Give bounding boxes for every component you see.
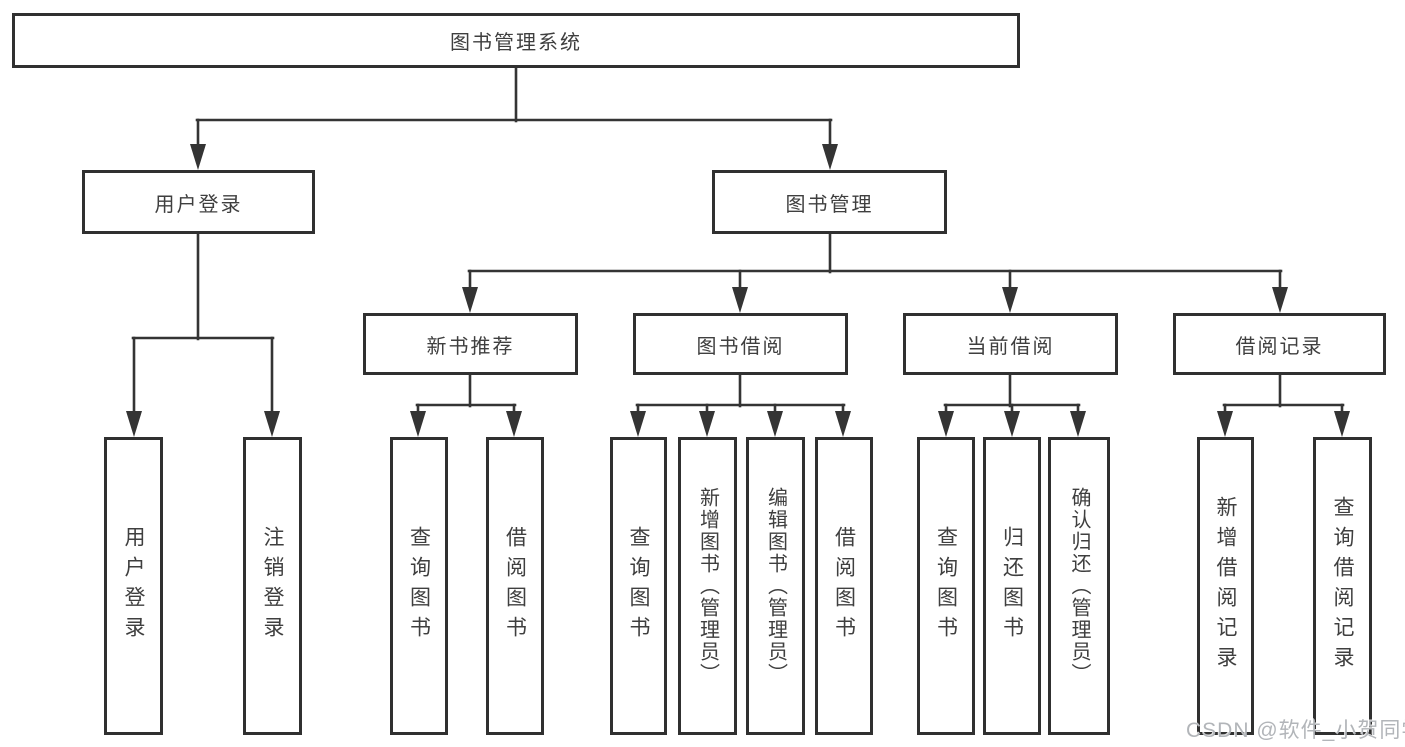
node-root: 图书管理系统 (12, 13, 1020, 68)
node-book-borrow: 图书借阅 (633, 313, 848, 375)
node-borrow-records: 借阅记录 (1173, 313, 1386, 375)
csdn-watermark: CSDN @软件_小贺同学 (1186, 719, 1405, 742)
node-user-login: 用户登录 (82, 170, 315, 234)
node-label: 新增图书（管理员） (696, 487, 719, 685)
node-newrec-query-books: 查询图书 (390, 437, 448, 735)
node-book-management: 图书管理 (712, 170, 947, 234)
node-label: 新增借阅记录 (1214, 496, 1238, 676)
node-return-books: 归还图书 (983, 437, 1041, 735)
node-newrec-borrow-books: 借阅图书 (486, 437, 544, 735)
connector-new-book-branch (410, 371, 522, 437)
node-logout: 注销登录 (243, 437, 302, 735)
connector-borrow-records-branch (1217, 371, 1350, 437)
node-borrow-books: 借阅图书 (815, 437, 873, 735)
node-current-borrow: 当前借阅 (903, 313, 1118, 375)
node-new-book-recommend: 新书推荐 (363, 313, 578, 375)
node-label: 查询图书 (934, 526, 958, 646)
node-label: 查询借阅记录 (1331, 496, 1355, 676)
node-label: 图书管理系统 (450, 32, 582, 54)
node-label: 用户登录 (154, 193, 243, 216)
node-label: 借阅图书 (832, 526, 856, 646)
node-label: 用户登录 (122, 526, 146, 646)
node-label: 当前借阅 (966, 335, 1055, 358)
node-label: 确认归还（管理员） (1068, 487, 1090, 685)
node-label: 查询图书 (407, 526, 431, 646)
node-confirm-return-admin: 确认归还（管理员） (1048, 437, 1110, 735)
node-add-book-admin: 新增图书（管理员） (678, 437, 737, 735)
connector-current-borrow-branch (938, 371, 1086, 437)
node-label: 编辑图书（管理员） (764, 487, 787, 685)
node-label: 图书借阅 (696, 335, 785, 358)
node-edit-book-admin: 编辑图书（管理员） (746, 437, 805, 735)
node-query-borrow-record: 查询借阅记录 (1313, 437, 1372, 735)
connector-user-login-branch (126, 230, 280, 437)
node-label: 注销登录 (261, 526, 285, 646)
node-user-login-action: 用户登录 (104, 437, 163, 735)
connector-root-to-level2 (190, 66, 838, 170)
node-current-query-books: 查询图书 (917, 437, 975, 735)
connector-book-borrow-branch (630, 371, 851, 437)
node-label: 借阅记录 (1235, 335, 1324, 358)
node-label: 查询图书 (627, 526, 651, 646)
node-borrow-query-books: 查询图书 (610, 437, 667, 735)
node-label: 借阅图书 (503, 526, 527, 646)
node-label: 图书管理 (785, 193, 874, 216)
node-label: 归还图书 (1000, 526, 1024, 646)
node-add-borrow-record: 新增借阅记录 (1197, 437, 1254, 735)
connector-book-mgmt-to-level3 (462, 230, 1288, 313)
node-label: 新书推荐 (426, 335, 515, 358)
